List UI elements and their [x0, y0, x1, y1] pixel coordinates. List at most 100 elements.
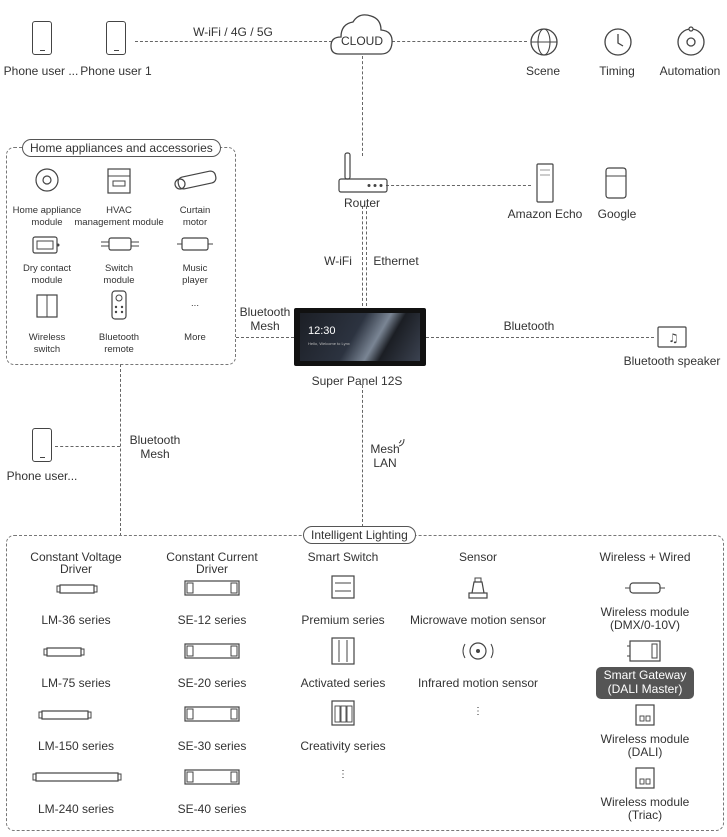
cv-driver-icon	[56, 584, 98, 594]
router-label: Router	[343, 196, 381, 210]
scene-label: Scene	[525, 64, 561, 78]
wireless-dmx-label: Wireless module (DMX/0-10V)	[600, 605, 690, 633]
more-vdots: ⋮	[338, 769, 348, 780]
phone-icon	[106, 21, 126, 55]
globe-icon	[530, 28, 558, 56]
cv-series-label: LM-36 series	[41, 613, 111, 627]
line-cloud-router	[362, 56, 363, 156]
line-phone-bottom	[55, 446, 120, 447]
line-cloud-scene	[392, 41, 527, 42]
appliances-title: Home appliances and accessories	[22, 139, 221, 157]
curtain-motor-icon	[174, 170, 217, 190]
premium-switch-icon	[331, 575, 355, 599]
cv-driver-icon	[38, 710, 92, 720]
bluetooth-mesh-top-label: Bluetooth Mesh	[239, 305, 291, 333]
switch-module-icon	[101, 237, 139, 251]
wifi-label: W-iFi	[324, 254, 352, 268]
cc-driver-icon	[184, 769, 240, 785]
phone-user-left-label: Phone user ...	[3, 64, 79, 78]
phone-icon	[32, 428, 52, 462]
line-appliances-panel	[236, 337, 294, 338]
cc-series-label: SE-30 series	[177, 739, 247, 753]
router-icon	[338, 152, 388, 193]
appliance-item-label: Wireless switch	[28, 332, 66, 355]
google-speaker-icon	[605, 167, 627, 199]
cc-driver-icon	[184, 706, 240, 722]
wifi-4g-5g-label: W-iFi / 4G / 5G	[193, 25, 273, 39]
appliance-item-label: Dry contact module	[22, 263, 72, 286]
creativity-switch-icon	[331, 700, 355, 726]
automation-label: Automation	[659, 64, 721, 78]
cc-driver-icon	[184, 580, 240, 596]
cv-series-label: LM-75 series	[41, 676, 111, 690]
cv-series-label: LM-150 series	[37, 739, 115, 753]
sensor-label: Microwave motion sensor	[409, 613, 547, 627]
col-smart-switch-header: Smart Switch	[307, 550, 379, 564]
appliance-item-label: Music player	[182, 263, 208, 286]
microwave-sensor-icon	[468, 577, 488, 599]
svg-text:♫: ♫	[668, 331, 679, 345]
mesh-lan-label: Mesh LAN	[370, 442, 400, 470]
cc-series-label: SE-12 series	[177, 613, 247, 627]
appliance-item-label: More	[184, 332, 206, 343]
panel-time: 12:30	[308, 325, 336, 337]
col-constant-voltage-header: Constant Voltage Driver	[30, 550, 122, 576]
smart-gateway-badge: Smart Gateway (DALI Master)	[596, 667, 694, 699]
line-appliances-down	[120, 364, 121, 536]
timing-label: Timing	[599, 64, 635, 78]
bluetooth-label: Bluetooth	[503, 319, 555, 333]
cc-driver-icon	[184, 643, 240, 659]
infrared-sensor-icon	[462, 642, 494, 660]
appliance-item-label: HVAC management module	[74, 205, 164, 228]
line-router-panel-wifi	[362, 206, 363, 306]
cc-series-label: SE-20 series	[177, 676, 247, 690]
super-panel-device: 12:30 Hello, Welcome to Lynx	[294, 308, 426, 366]
cv-driver-icon	[32, 772, 122, 782]
more-ellipsis: ...	[191, 298, 199, 309]
wireless-dali-label: Wireless module (DALI)	[600, 732, 690, 760]
panel-subtitle: Hello, Welcome to Lynx	[308, 341, 350, 346]
wireless-dali-icon	[635, 704, 655, 726]
switch-series-label: Creativity series	[300, 739, 386, 753]
amazon-echo-label: Amazon Echo	[507, 207, 583, 221]
phone-user-bottom-label: Phone user...	[6, 469, 78, 483]
cv-series-label: LM-240 series	[37, 802, 115, 816]
cloud-icon	[330, 14, 393, 55]
line-router-echo	[386, 185, 531, 186]
bluetooth-speaker-label: Bluetooth speaker	[623, 354, 721, 368]
activated-switch-icon	[331, 637, 355, 665]
line-panel-speaker	[426, 337, 654, 338]
wireless-module-icon	[625, 582, 665, 594]
appliance-item-label: Curtain motor	[179, 205, 211, 228]
more-vdots: ⋮	[473, 706, 483, 717]
appliance-item-label: Switch module	[103, 263, 135, 286]
wireless-switch-icon	[36, 294, 58, 318]
bluetooth-mesh-bottom-label: Bluetooth Mesh	[129, 433, 181, 461]
cc-series-label: SE-40 series	[177, 802, 247, 816]
cloud-label: CLOUD	[340, 34, 384, 48]
ethernet-label: Ethernet	[373, 254, 419, 268]
switch-series-label: Premium series	[301, 613, 385, 627]
wireless-triac-icon	[635, 767, 655, 789]
clock-icon	[604, 28, 632, 56]
appliance-item-label: Bluetooth remote	[98, 332, 140, 355]
super-panel-label: Super Panel 12S	[311, 374, 403, 388]
home-appliance-module-icon	[35, 168, 59, 192]
automation-icon	[677, 26, 705, 56]
col-wireless-wired-header: Wireless + Wired	[599, 550, 691, 564]
music-player-icon	[177, 237, 213, 251]
panel-screen: 12:30 Hello, Welcome to Lynx	[300, 313, 420, 361]
dry-contact-module-icon	[32, 236, 60, 254]
sensor-label: Infrared motion sensor	[417, 676, 539, 690]
appliance-item-label: Home appliance module	[12, 205, 82, 228]
google-label: Google	[597, 207, 637, 221]
signal-icon	[398, 438, 405, 447]
amazon-echo-icon	[536, 163, 554, 203]
smart-gateway-icon	[627, 640, 661, 662]
smart-gateway-label: Smart Gateway (DALI Master)	[603, 668, 687, 696]
line-router-panel-ethernet	[366, 206, 367, 306]
phone-user-1-label: Phone user 1	[80, 64, 152, 78]
cv-driver-icon	[43, 647, 85, 657]
switch-series-label: Activated series	[300, 676, 386, 690]
